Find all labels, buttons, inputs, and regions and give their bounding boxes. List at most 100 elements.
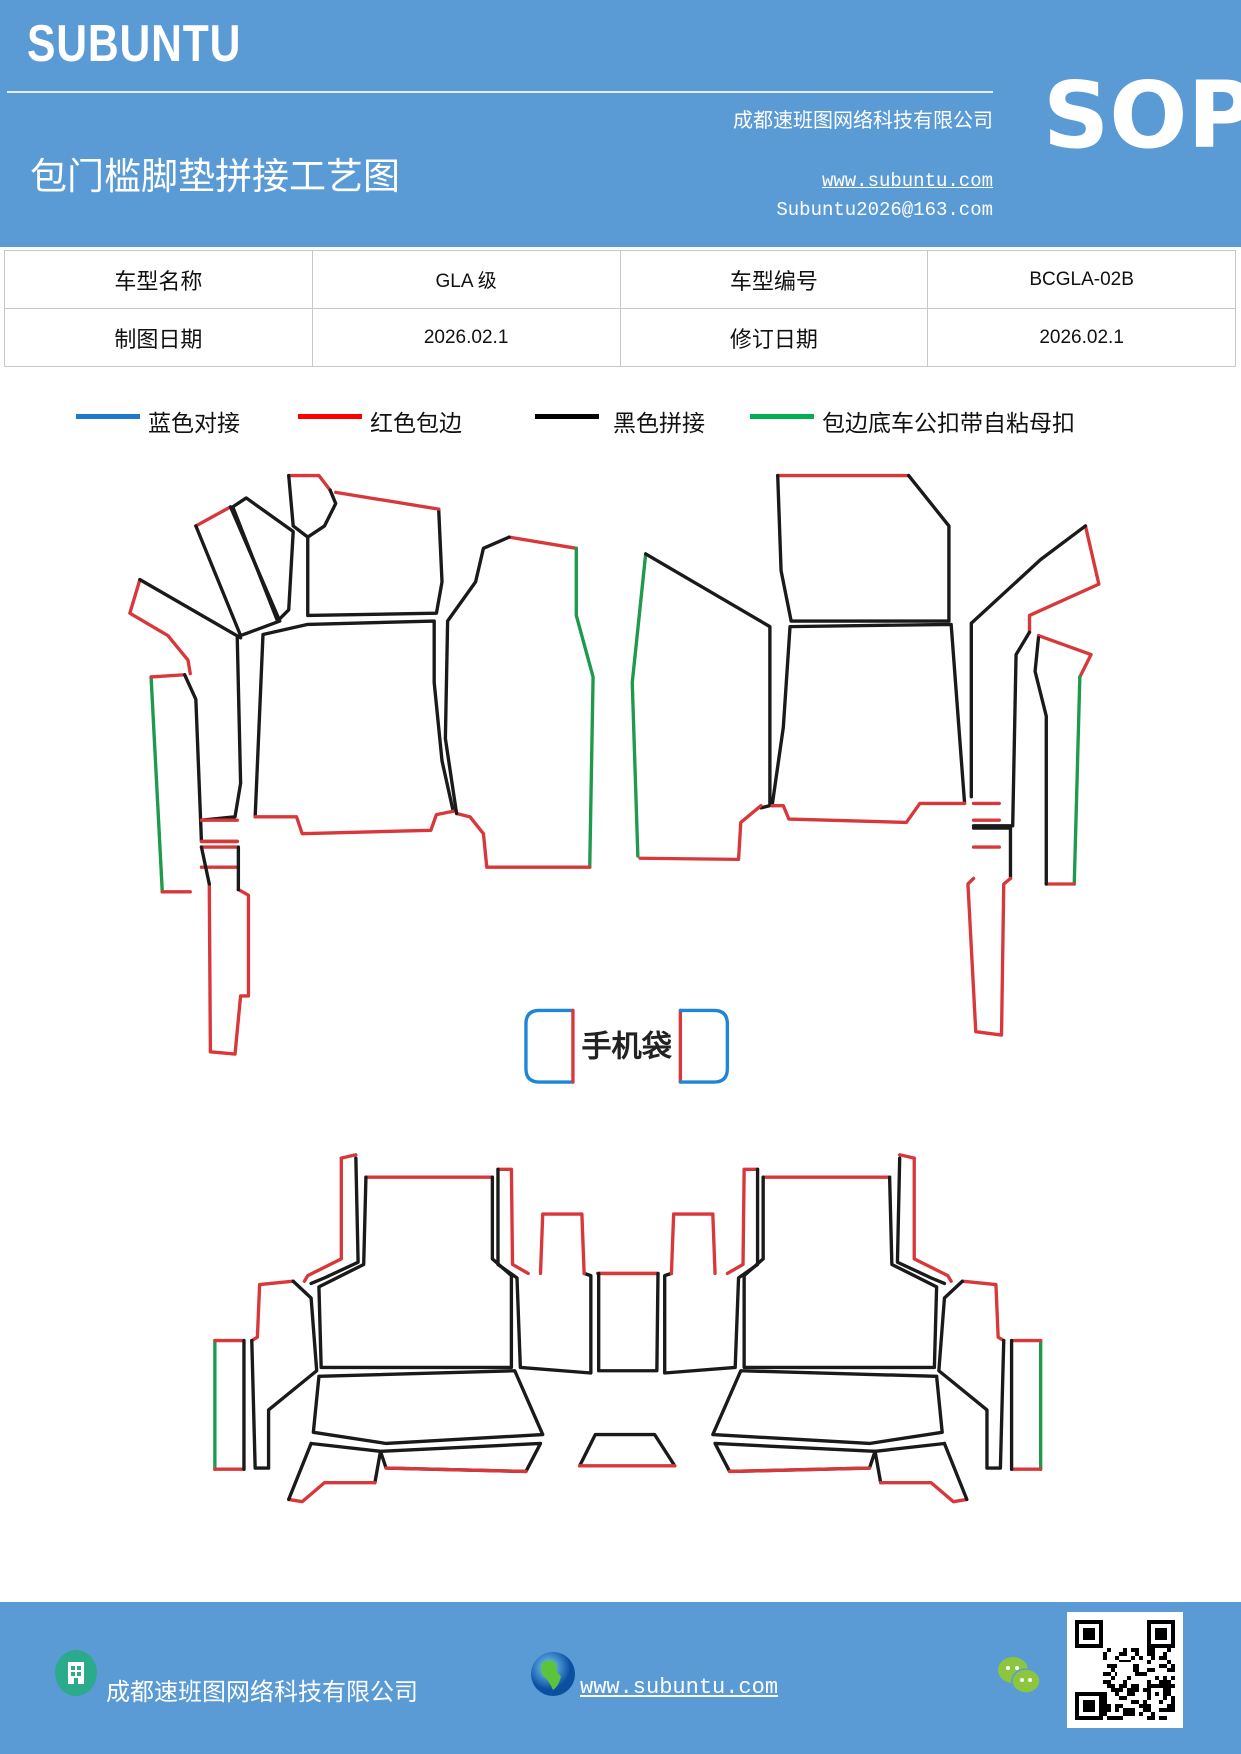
mat-edge-black [309,1156,360,1286]
mat-edge-black [742,1175,939,1370]
legend-red: 红色包边 [298,404,462,438]
label-revise-date: 修订日期 [619,308,929,367]
mat-edge-black [643,552,772,810]
legend-label: 红色包边 [370,411,462,437]
legend-label: 黑色拼接 [613,411,705,437]
mat-edge-red [669,1212,717,1276]
label-model-name: 车型名称 [4,250,313,309]
mat-edge-red [384,1466,528,1474]
legend-blue: 蓝色对接 [76,404,240,438]
header-divider [7,91,993,93]
mat-edge-black [895,1156,947,1286]
phone-pocket-label: 手机袋 [581,1029,672,1064]
legend-green: 包边底车公扣带自粘母扣 [750,404,1075,438]
footer-banner: 成都速班图网络科技有限公司 www.subuntu.com [0,1602,1241,1754]
label-draw-date: 制图日期 [4,308,313,367]
mat-edge-red [725,1167,760,1276]
legend-black: 黑色拼接 [535,404,705,438]
mat-edge-black [711,1369,944,1446]
mat-edge-black [1033,636,1048,886]
mat-edge-red [538,1212,586,1276]
mat-edge-red [638,803,763,862]
mat-edge-green [630,552,648,858]
mat-edge-black [971,826,1013,881]
pocket-left-blue-edge [524,1008,575,1084]
label-model-code: 车型编号 [619,250,929,309]
mat-edge-black [194,505,282,638]
mat-edge-black [231,496,295,623]
mat-edge-black [496,1167,593,1375]
mat-edge-black [937,1279,1006,1470]
mat-edge-red [727,1466,872,1474]
mat-edge-black [770,622,967,808]
mat-edge-red [454,811,592,869]
mat-edge-black [199,845,211,886]
mat-edge-green [149,675,164,894]
table-row: 制图日期 2026.02.1 修订日期 2026.02.1 [4,308,1236,367]
legend-swatch-black [535,413,599,419]
mat-edge-red [339,1153,358,1160]
mat-edge-red [287,473,332,492]
info-table: 车型名称 GLA 级 车型编号 BCGLA-02B 制图日期 2026.02.1… [4,250,1236,367]
globe-icon [531,1652,575,1696]
page-title: 包门槛脚垫拼接工艺图 [30,157,400,198]
mat-edge-red [334,490,441,511]
header-banner: SUBUNTU 成都速班图网络科技有限公司 包门槛脚垫拼接工艺图 www.sub… [0,0,1241,247]
footer-website-link[interactable]: www.subuntu.com [580,1675,779,1700]
mat-edge-black [577,1432,677,1468]
mat-edge-red [966,876,1013,1037]
mat-edge-black [306,507,444,618]
mat-edge-black [287,1441,313,1502]
mat-edge-green [1072,675,1082,886]
mat-edge-red [253,809,455,836]
mat-edge-red [770,801,967,825]
mat-edge-black [443,535,511,816]
mat-edge-black [199,636,243,822]
mat-edge-red [1036,633,1093,679]
mat-edge-black [597,1271,660,1373]
mat-edge-black [971,630,1032,828]
mat-edge-red [1027,524,1101,634]
mat-edge-red [302,1156,343,1283]
mat-edge-red [912,1156,953,1283]
mat-edge-black [969,524,1088,799]
mat-edge-red [207,882,251,1056]
qr-code[interactable] [1067,1612,1183,1728]
mat-edge-black [873,1441,947,1485]
header-email: Subuntu2026@163.com [776,199,993,221]
building-icon [55,1650,97,1696]
legend-swatch-green [750,413,814,419]
mat-edge-black [287,473,338,539]
mat-edge-red [878,1480,969,1504]
legend-swatch-red [298,413,362,419]
header-company: 成都速班图网络科技有限公司 [733,110,993,132]
legend-label: 蓝色对接 [148,411,240,437]
mat-edge-red [250,1279,295,1343]
pocket-right-blue-edge [678,1008,730,1084]
legend-swatch-blue [76,413,140,419]
legend-label: 包边底车公扣带自粘母扣 [822,411,1075,437]
value-model-name: GLA 级 [311,250,621,309]
mat-edge-red [194,505,233,528]
mat-edge-black [317,1175,514,1370]
value-revise-date: 2026.02.1 [927,308,1236,367]
mat-edge-red [507,535,578,550]
mat-edge-red [149,673,187,679]
mat-edge-red [287,1480,377,1504]
mat-edge-black [309,1441,383,1485]
mat-edge-black [942,1441,969,1502]
mat-edge-black [311,1369,545,1446]
mat-edge-black [663,1167,760,1375]
mat-edge-red [960,1279,1006,1343]
value-draw-date: 2026.02.1 [311,308,621,367]
mat-edge-black [776,473,951,623]
mat-edge-red [898,1153,916,1160]
sop-badge: SOP [1043,62,1241,169]
mat-edge-red [496,1167,530,1276]
wechat-icon [998,1657,1041,1694]
header-website-link[interactable]: www.subuntu.com [821,170,993,192]
brand-logo: SUBUNTU [27,15,242,73]
footer-company: 成都速班图网络科技有限公司 [106,1680,418,1706]
mat-edge-red [128,577,192,676]
